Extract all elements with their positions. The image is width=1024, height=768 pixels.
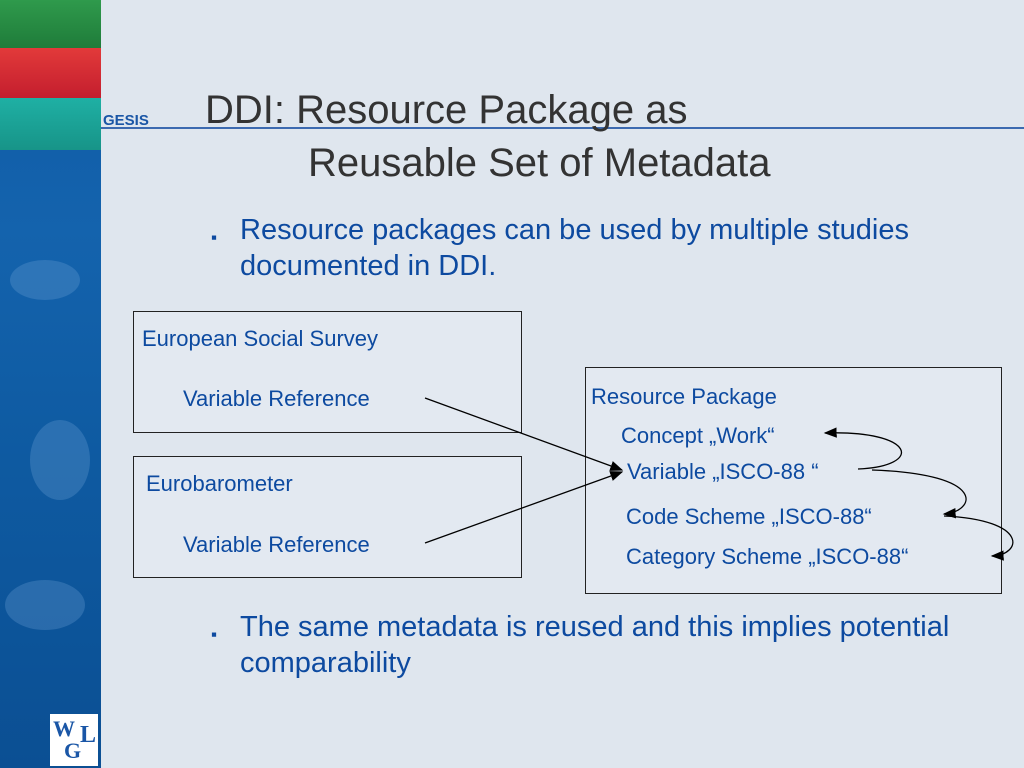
variable-isco-88: Variable „ISCO-88 “ bbox=[627, 459, 819, 484]
category-scheme-isco-88: Category Scheme „ISCO-88“ bbox=[626, 544, 909, 569]
wgl-letter-g: G bbox=[64, 738, 82, 763]
code-scheme-isco-88: Code Scheme „ISCO-88“ bbox=[626, 504, 872, 529]
sidebar-texture bbox=[10, 260, 80, 300]
bullet-text: The same metadata is reused and this imp… bbox=[240, 611, 950, 679]
concept-work: Concept „Work“ bbox=[621, 423, 775, 448]
bullet-item: ▪ The same metadata is reused and this i… bbox=[211, 609, 951, 681]
sidebar-texture bbox=[30, 420, 90, 500]
gesis-logo: GESIS bbox=[103, 112, 149, 129]
bullet-text: Resource packages can be used by multipl… bbox=[240, 214, 909, 282]
resource-package-title: Resource Package bbox=[591, 384, 777, 409]
red-stripe bbox=[0, 48, 101, 98]
wgl-logo: W G L bbox=[50, 714, 98, 766]
wgl-letter-l: L bbox=[80, 722, 97, 748]
bullet-marker: ▪ bbox=[211, 625, 218, 644]
green-stripe bbox=[0, 0, 101, 48]
header-rule bbox=[101, 127, 1024, 129]
title-line-2: Reusable Set of Metadata bbox=[308, 141, 771, 185]
eurobarometer-variable-reference: Variable Reference bbox=[183, 532, 370, 557]
bullet-marker: ▪ bbox=[211, 228, 218, 247]
ess-title: European Social Survey bbox=[142, 326, 379, 351]
sidebar-texture bbox=[5, 580, 85, 630]
slide-title: DDI: Resource Package as Reusable Set of… bbox=[205, 84, 771, 190]
title-line-1: DDI: Resource Package as bbox=[205, 88, 688, 132]
teal-stripe bbox=[0, 98, 101, 150]
wgl-letter-w: W bbox=[53, 716, 75, 741]
eurobarometer-title: Eurobarometer bbox=[146, 471, 293, 496]
bullet-item: ▪ Resource packages can be used by multi… bbox=[211, 212, 931, 284]
ess-variable-reference: Variable Reference bbox=[183, 386, 370, 411]
